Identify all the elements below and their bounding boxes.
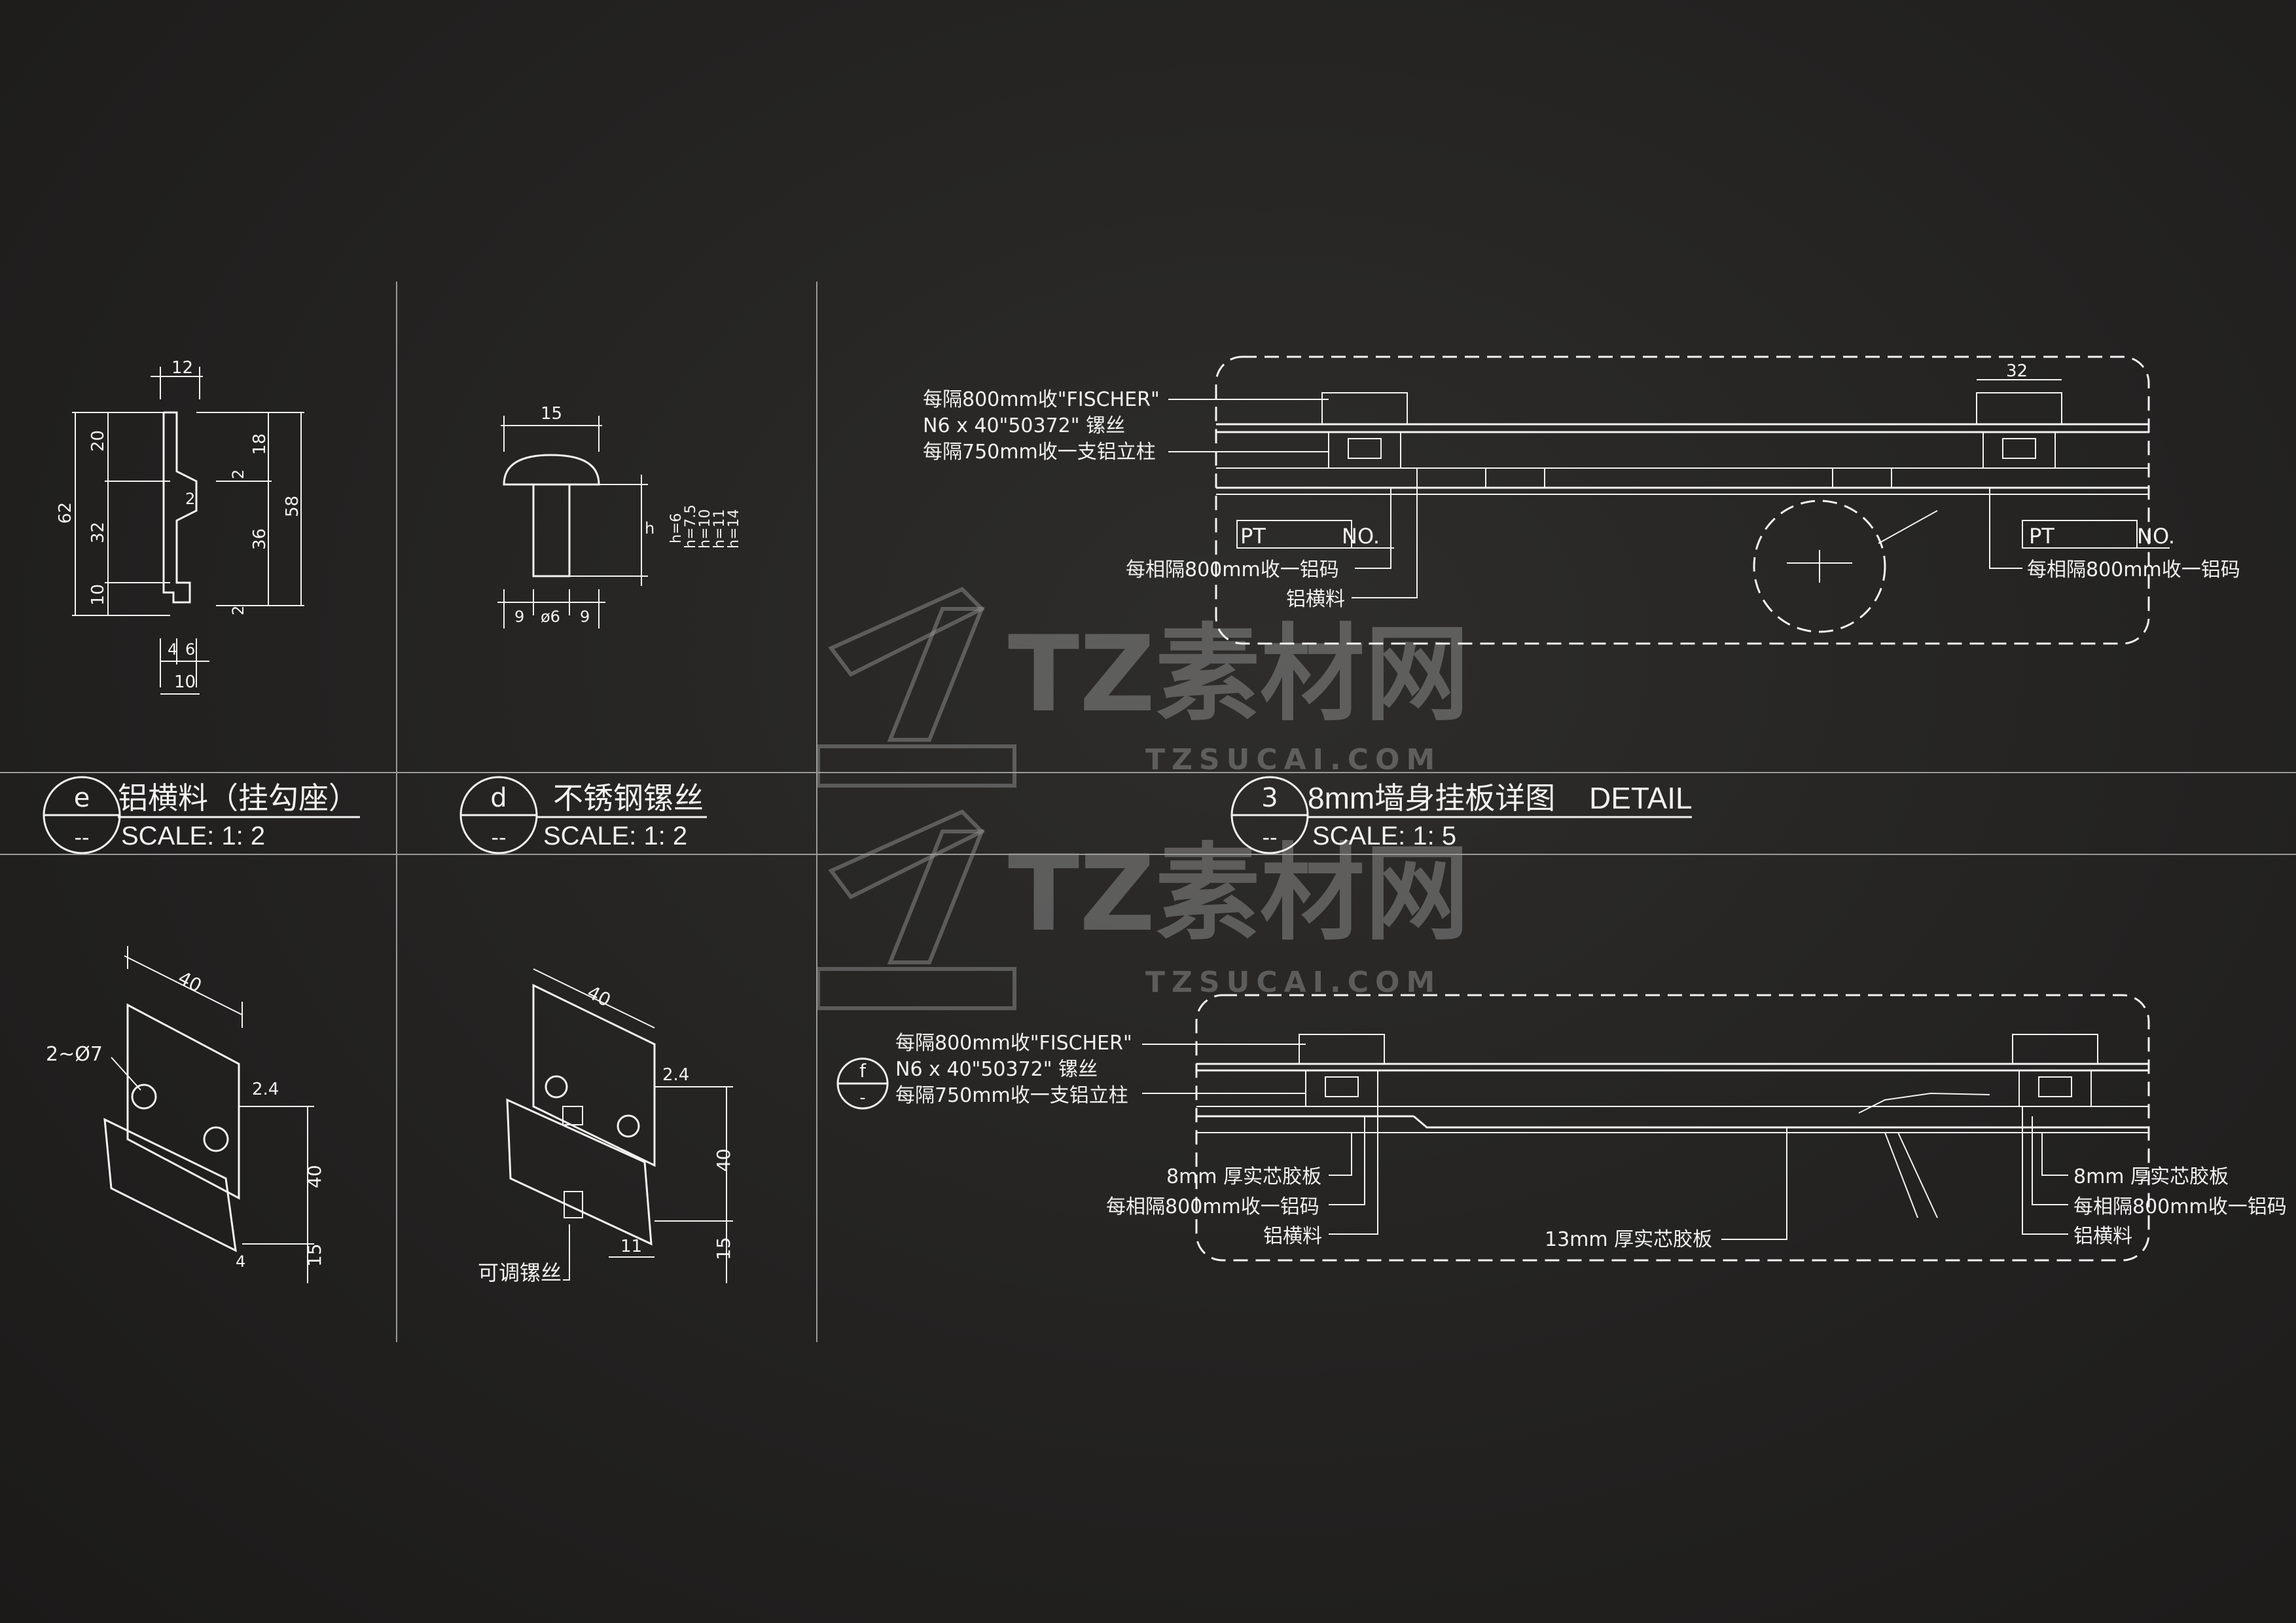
title-d: d -- 不锈钢镙丝 SCALE: 1: 2: [459, 776, 707, 854]
title-3-text-en: DETAIL: [1589, 781, 1693, 815]
iso-d-note: 可调镙丝: [478, 1261, 562, 1285]
detailf-label-fischer1: 每隔800mm收"FISCHER": [895, 1032, 1132, 1055]
title-3-tag: 3: [1261, 783, 1278, 813]
dim-e-h62: 62: [56, 502, 75, 524]
detail-3-zoom-circle: [1753, 500, 1886, 633]
detailf-label-board8-l: 8mm 厚实芯胶板: [1166, 1165, 1321, 1188]
detail-3-drawing: 32 每隔800mm收"FISCHER" N6 x 40"50372" 镙丝 每…: [923, 356, 2240, 645]
title-e: e -- 铝横料（挂勾座） SCALE: 1: 2: [43, 776, 360, 854]
panel-e-section: 12 20 32 10 62 2 18 36 58 2 2 4 6 10: [56, 358, 304, 695]
dim-e-h32: 32: [88, 522, 108, 543]
detail3-label-code-l: 每相隔800mm收一铝码: [1126, 558, 1339, 581]
detailf-label-rail-r: 铝横料: [2073, 1225, 2132, 1248]
iso-e-h15: 15: [304, 1243, 325, 1267]
iso-e-b4: 4: [236, 1252, 245, 1271]
title-e-tag: e: [74, 783, 90, 813]
dim-e-mid2: 2: [185, 490, 195, 508]
detail3-pt-r: PT: [2029, 524, 2054, 549]
detail3-label-fischer2: N6 x 40"50372" 镙丝: [923, 414, 1125, 437]
detail-f-drawing: f - 每隔800mm收"FISCHER" N6 x 40"50372" 镙丝 …: [836, 994, 2287, 1262]
panel-d-iso: 40 2.4 40 15 11 可调镙丝: [478, 968, 734, 1285]
iso-d-b11: 11: [620, 1237, 642, 1256]
dim-d-top: 15: [541, 404, 562, 424]
watermark-url-upper: TZSUCAI.COM: [1145, 743, 1441, 776]
dim-d-hval: h=7.5: [683, 505, 699, 549]
dim-d-b9b: 9: [580, 608, 590, 626]
title-e-scale: SCALE: 1: 2: [121, 822, 265, 850]
bracket-left: [1321, 392, 1408, 469]
bracket-f-left: [1299, 1034, 1385, 1107]
dim-e-b6: 6: [185, 640, 195, 659]
detail3-no: NO.: [1342, 524, 1380, 549]
detail3-label-rail-l: 铝横料: [1286, 588, 1345, 611]
iso-e-hole: 2~Ø7: [46, 1043, 103, 1066]
detail-3-boundary: [1215, 356, 2150, 645]
dim-e-b10: 10: [174, 672, 196, 692]
detail3-pt: PT: [1240, 524, 1266, 549]
title-d-scale: SCALE: 1: 2: [543, 822, 687, 850]
title-3-scale: SCALE: 1: 5: [1312, 822, 1456, 850]
watermark-brand-upper: TZ素材网: [1008, 613, 1469, 735]
dim-d-h-values: h=6 h=7.5 h=10 h=11 h=14: [668, 505, 742, 549]
detail-f-tag: f: [859, 1060, 867, 1082]
dim-e-r2a: 2: [229, 469, 247, 479]
detailf-label-board8-r: 8mm 厚实芯胶板: [2073, 1165, 2229, 1188]
watermark-url-lower: TZSUCAI.COM: [1145, 966, 1441, 999]
dim-e-r36: 36: [250, 528, 270, 550]
dim-d-h: h: [645, 519, 655, 538]
sheet-grid-lines: [0, 282, 2296, 1342]
iso-d-h40: 40: [713, 1148, 734, 1172]
screw-shank: [532, 483, 571, 577]
detailf-label-fischer2: N6 x 40"50372" 镙丝: [895, 1058, 1098, 1081]
detailf-label-code-l: 每相隔800mm收一铝码: [1106, 1195, 1319, 1218]
title-3-tagsub: --: [1262, 825, 1277, 850]
dim-d-hval: h=14: [726, 509, 742, 549]
dim-e-h10: 10: [88, 584, 108, 606]
detailf-label-board13: 13mm 厚实芯胶板: [1545, 1228, 1712, 1251]
dim-e-b4: 4: [168, 640, 177, 659]
title-d-tag: d: [490, 783, 507, 813]
title-3-text: 8mm墙身挂板详图: [1308, 781, 1555, 815]
detail-f-tagsub: -: [859, 1088, 865, 1108]
bracket-right: [1976, 392, 2062, 469]
title-e-text: 铝横料（挂勾座）: [118, 781, 359, 815]
iso-e-h40: 40: [304, 1165, 325, 1188]
iso-d-t24: 2.4: [662, 1065, 689, 1085]
title-e-tagsub: --: [74, 825, 89, 850]
detailf-label-rail-l: 铝横料: [1263, 1225, 1322, 1248]
detailf-label-col: 每隔750mm收一支铝立柱: [895, 1084, 1128, 1107]
detail3-dim32: 32: [2006, 361, 2028, 381]
dim-e-top: 12: [171, 358, 193, 378]
bracket-f-right: [2012, 1034, 2098, 1107]
title-3: 3 -- 8mm墙身挂板详图 DETAIL SCALE: 1: 5: [1230, 776, 1693, 854]
title-d-text: 不锈钢镙丝: [553, 781, 704, 815]
watermark-logo-upper: [816, 587, 1016, 788]
dim-e-h20: 20: [88, 430, 108, 452]
iso-d-h15: 15: [713, 1237, 734, 1260]
dim-e-r2b: 2: [229, 606, 247, 615]
dim-d-hval: h=6: [668, 513, 685, 543]
watermark: TZ素材网 TZSUCAI.COM TZ素材网 TZSUCAI.COM: [816, 587, 1469, 1010]
dim-e-r58: 58: [283, 496, 302, 517]
dim-d-bphi: ø6: [541, 608, 560, 626]
rail-profile: [162, 411, 198, 604]
dim-d-b9a: 9: [514, 608, 524, 626]
panel-e-iso: 40 2~Ø7 2.4 40 15 4: [46, 946, 325, 1283]
dim-e-r18: 18: [250, 433, 270, 455]
watermark-brand-lower: TZ素材网: [1008, 832, 1469, 955]
iso-e-w40: 40: [175, 967, 206, 997]
title-d-tagsub: --: [491, 825, 506, 850]
detail3-label-fischer1: 每隔800mm收"FISCHER": [923, 388, 1160, 411]
iso-e-t24: 2.4: [252, 1080, 279, 1099]
watermark-logo-lower: [816, 809, 1016, 1010]
detail3-label-code-r: 每相隔800mm收一铝码: [2027, 558, 2240, 581]
detail3-label-col: 每隔750mm收一支铝立柱: [923, 441, 1156, 464]
dim-d-hval: h=10: [697, 509, 713, 549]
dim-d-hval: h=11: [711, 509, 728, 549]
detailf-label-code-r: 每相隔800mm收一铝码: [2073, 1195, 2287, 1218]
panel-d-screw: 15 h h=6 h=7.5 h=10 h=11 h=14 9 ø6 9: [497, 404, 742, 629]
screw-head: [503, 454, 600, 486]
detail3-no-r: NO.: [2137, 524, 2175, 549]
